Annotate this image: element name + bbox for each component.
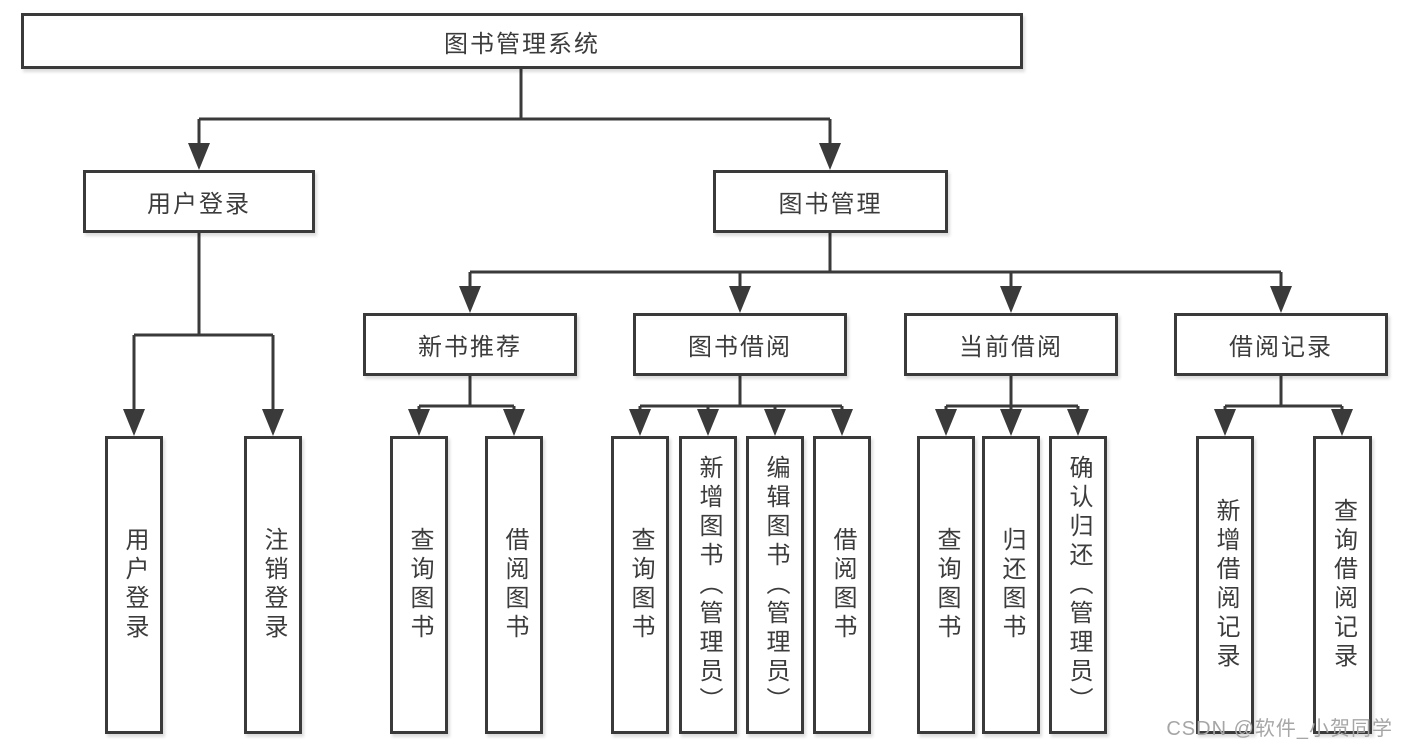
node-return-books: 归还图书 [982, 436, 1040, 734]
node-borrow-books: 借阅图书 [813, 436, 871, 734]
node-root: 图书管理系统 [21, 13, 1023, 69]
node-borrow-books-recommend: 借阅图书 [485, 436, 543, 734]
node-book-borrow: 图书借阅 [633, 313, 847, 376]
arrowhead-icons [123, 143, 1353, 436]
node-add-borrow-record: 新增借阅记录 [1196, 436, 1254, 734]
node-user-login: 用户登录 [83, 170, 315, 233]
node-edit-books-admin: 编辑图书（管理员） [746, 436, 804, 734]
node-query-books-recommend: 查询图书 [390, 436, 448, 734]
node-query-books-borrow: 查询图书 [611, 436, 669, 734]
watermark: CSDN @软件_小贺同学 [1166, 718, 1393, 740]
connector-line-path [132, 69, 1344, 411]
node-logout: 注销登录 [244, 436, 302, 734]
node-new-book-recommend: 新书推荐 [363, 313, 577, 376]
node-book-management: 图书管理 [713, 170, 948, 233]
node-query-borrow-record: 查询借阅记录 [1313, 436, 1372, 734]
node-add-books-admin: 新增图书（管理员） [679, 436, 737, 734]
node-confirm-return-admin: 确认归还（管理员） [1049, 436, 1107, 734]
node-user-login-leaf: 用户登录 [105, 436, 163, 734]
node-current-borrow: 当前借阅 [904, 313, 1118, 376]
node-borrow-records: 借阅记录 [1174, 313, 1388, 376]
node-query-books-current: 查询图书 [917, 436, 975, 734]
